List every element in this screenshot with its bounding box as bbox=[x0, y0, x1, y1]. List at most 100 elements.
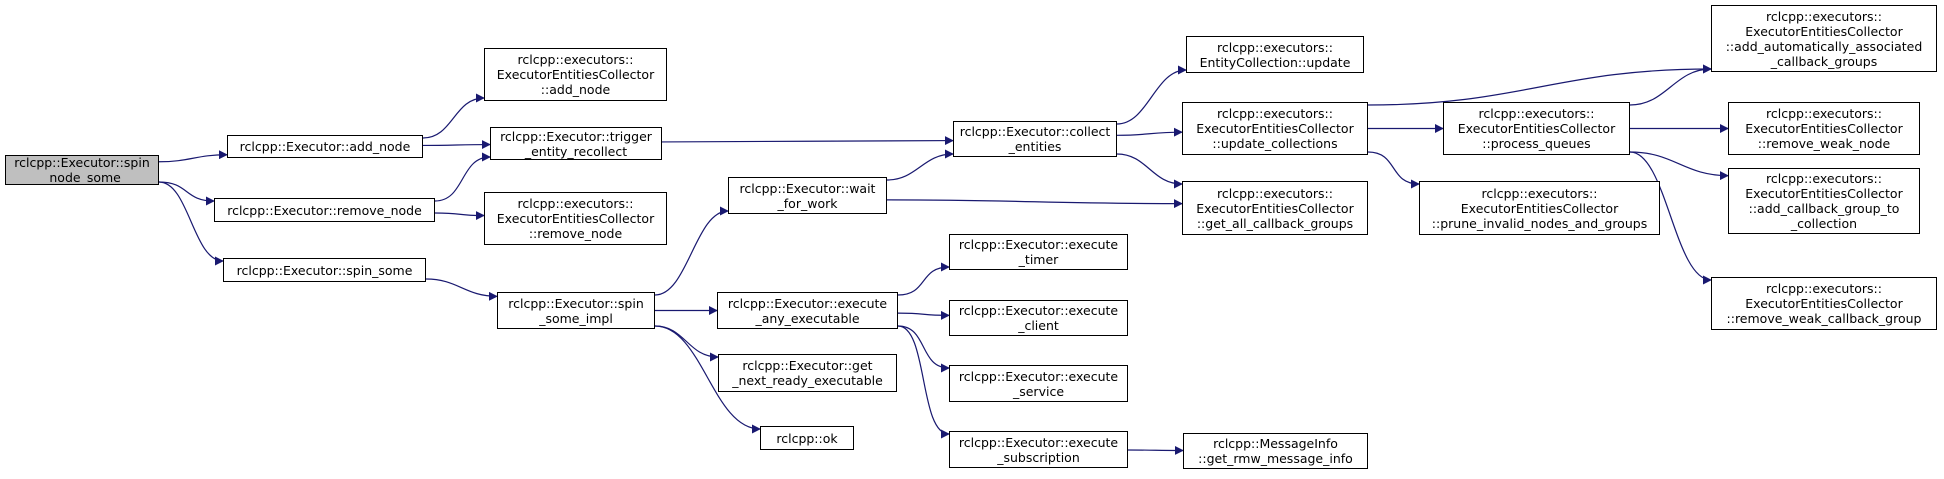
graph-node-label-line: ExecutorEntitiesCollector bbox=[1745, 23, 1903, 39]
graph-node-remove-weak-callback-group[interactable]: rclcpp::executors::ExecutorEntitiesColle… bbox=[1711, 277, 1937, 330]
graph-node-add-automatically-associated-callback-groups[interactable]: rclcpp::executors::ExecutorEntitiesColle… bbox=[1711, 5, 1937, 72]
graph-node-label-line: ExecutorEntitiesCollector bbox=[1196, 200, 1354, 216]
graph-node-label-line: ::add_automatically_associated bbox=[1725, 38, 1923, 54]
edge-add-node-to-ec-add-node bbox=[422, 93, 485, 139]
graph-node-get-all-callback-groups[interactable]: rclcpp::executors::ExecutorEntitiesColle… bbox=[1182, 181, 1368, 235]
graph-node-add-callback-group-to-collection[interactable]: rclcpp::executors::ExecutorEntitiesColle… bbox=[1728, 168, 1920, 234]
graph-node-label-line: ExecutorEntitiesCollector bbox=[1745, 186, 1903, 201]
graph-node-label-line: rclcpp::Executor::spin bbox=[508, 295, 644, 311]
graph-node-label-line: _callback_groups bbox=[1770, 53, 1878, 69]
edge-add-node-to-trigger-entity-recollect bbox=[422, 140, 491, 150]
graph-node-label-line: rclcpp::Executor::spin bbox=[14, 155, 150, 170]
graph-node-label-line: ::prune_invalid_nodes_and_groups bbox=[1431, 215, 1648, 231]
graph-node-label-line: ::process_queues bbox=[1482, 136, 1591, 151]
graph-node-execute-service[interactable]: rclcpp::Executor::execute_service bbox=[949, 365, 1128, 402]
graph-node-trigger-entity-recollect[interactable]: rclcpp::Executor::trigger_entity_recolle… bbox=[490, 127, 662, 160]
graph-node-collect-entities[interactable]: rclcpp::Executor::collect_entities bbox=[953, 121, 1117, 157]
graph-node-label-line: rclcpp::executors:: bbox=[1217, 106, 1333, 121]
graph-node-label-line: _collection bbox=[1790, 216, 1858, 231]
graph-node-label-line: ExecutorEntitiesCollector bbox=[1460, 200, 1619, 216]
graph-node-label-line: _timer bbox=[1018, 252, 1059, 267]
graph-node-spin-some[interactable]: rclcpp::Executor::spin_some bbox=[223, 258, 426, 282]
graph-node-label-line: rclcpp::Executor::execute bbox=[727, 295, 888, 311]
graph-node-label-line: rclcpp::executors:: bbox=[1481, 185, 1598, 201]
edge-spin-node-some-to-remove-node bbox=[158, 181, 215, 206]
edge-collect-entities-to-entitycollection-update bbox=[1116, 65, 1187, 125]
graph-node-label-line: rclcpp::Executor::spin_some bbox=[236, 262, 413, 278]
edge-execute-any-executable-to-execute-subscription bbox=[897, 325, 950, 439]
edge-trigger-entity-recollect-to-collect-entities bbox=[661, 136, 954, 146]
graph-node-remove-weak-node[interactable]: rclcpp::executors::ExecutorEntitiesColle… bbox=[1728, 102, 1920, 155]
graph-node-spin-some-impl[interactable]: rclcpp::Executor::spin_some_impl bbox=[497, 292, 655, 329]
graph-node-label-line: _next_ready_executable bbox=[732, 373, 883, 388]
graph-node-label-line: _node_some bbox=[43, 170, 121, 185]
graph-node-ec-remove-node[interactable]: rclcpp::executors::ExecutorEntitiesColle… bbox=[484, 192, 667, 245]
graph-node-label-line: rclcpp::Executor::get bbox=[742, 358, 873, 373]
graph-node-process-queues[interactable]: rclcpp::executors::ExecutorEntitiesColle… bbox=[1443, 102, 1630, 155]
graph-node-label-line: ::add_callback_group_to bbox=[1748, 201, 1900, 216]
graph-node-entitycollection-update[interactable]: rclcpp::executors::EntityCollection::upd… bbox=[1186, 36, 1364, 73]
edge-update-collections-to-add-automatically-associated-callback-groups bbox=[1367, 64, 1712, 106]
edge-update-collections-to-prune-invalid-nodes-and-groups bbox=[1367, 151, 1420, 189]
graph-node-label-line: rclcpp::ok bbox=[776, 430, 838, 446]
graph-node-label-line: rclcpp::executors:: bbox=[1766, 106, 1882, 121]
edge-execute-any-executable-to-execute-timer bbox=[897, 262, 950, 296]
graph-node-label-line: ExecutorEntitiesCollector bbox=[1745, 121, 1903, 136]
graph-node-label-line: _any_executable bbox=[755, 310, 860, 326]
graph-node-label-line: ExecutorEntitiesCollector bbox=[1745, 296, 1903, 311]
graph-node-add-node[interactable]: rclcpp::Executor::add_node bbox=[227, 135, 423, 158]
graph-node-label-line: ExecutorEntitiesCollector bbox=[1196, 121, 1354, 136]
graph-node-label-line: rclcpp::executors:: bbox=[1766, 171, 1882, 186]
graph-node-label-line: _entities bbox=[1008, 139, 1062, 154]
edge-spin-some-impl-to-ok bbox=[654, 325, 761, 434]
graph-node-label-line: rclcpp::executors:: bbox=[1478, 106, 1595, 121]
graph-node-execute-timer[interactable]: rclcpp::Executor::execute_timer bbox=[949, 234, 1128, 270]
graph-node-label-line: _entity_recollect bbox=[524, 143, 628, 159]
graph-node-label-line: _subscription bbox=[997, 449, 1080, 465]
graph-node-label-line: rclcpp::executors:: bbox=[1217, 185, 1333, 201]
edge-process-queues-to-add-callback-group-to-collection bbox=[1629, 151, 1729, 181]
graph-node-spin-node-some[interactable]: rclcpp::Executor::spin_node_some bbox=[5, 155, 159, 185]
graph-node-remove-node[interactable]: rclcpp::Executor::remove_node bbox=[214, 198, 435, 222]
graph-node-update-collections[interactable]: rclcpp::executors::ExecutorEntitiesColle… bbox=[1182, 102, 1368, 155]
graph-node-label-line: rclcpp::Executor::add_node bbox=[239, 139, 411, 154]
graph-node-label-line: ExecutorEntitiesCollector bbox=[496, 211, 655, 226]
edge-wait-for-work-to-collect-entities bbox=[886, 149, 954, 181]
edge-spin-some-to-spin-some-impl bbox=[425, 278, 498, 301]
graph-node-label-line: _for_work bbox=[777, 195, 838, 211]
edge-spin-node-some-to-spin-some bbox=[158, 181, 224, 266]
graph-node-execute-any-executable[interactable]: rclcpp::Executor::execute_any_executable bbox=[717, 292, 898, 329]
graph-node-label-line: rclcpp::Executor::execute bbox=[958, 237, 1119, 252]
edge-wait-for-work-to-get-all-callback-groups bbox=[886, 199, 1183, 209]
graph-node-ec-add-node[interactable]: rclcpp::executors::ExecutorEntitiesColle… bbox=[484, 48, 667, 101]
graph-node-label-line: _some_impl bbox=[539, 310, 613, 326]
graph-node-label-line: ::get_rmw_message_info bbox=[1198, 451, 1353, 466]
edge-process-queues-to-remove-weak-callback-group bbox=[1629, 151, 1712, 285]
edge-spin-node-some-to-add-node bbox=[158, 150, 228, 163]
graph-node-ok[interactable]: rclcpp::ok bbox=[760, 426, 854, 450]
graph-node-get-rmw-message-info[interactable]: rclcpp::MessageInfo::get_rmw_message_inf… bbox=[1183, 433, 1368, 469]
graph-node-label-line: rclcpp::Executor::execute bbox=[958, 434, 1119, 450]
graph-node-label-line: rclcpp::executors:: bbox=[1766, 281, 1882, 296]
graph-node-label-line: _service bbox=[1012, 383, 1065, 399]
graph-node-wait-for-work[interactable]: rclcpp::Executor::wait_for_work bbox=[728, 177, 887, 214]
graph-node-execute-client[interactable]: rclcpp::Executor::execute_client bbox=[949, 300, 1128, 336]
graph-node-label-line: rclcpp::Executor::remove_node bbox=[227, 202, 422, 218]
graph-node-label-line: rclcpp::MessageInfo bbox=[1213, 436, 1338, 451]
edge-remove-node-to-trigger-entity-recollect bbox=[434, 152, 491, 202]
graph-node-label-line: _client bbox=[1018, 318, 1059, 333]
graph-node-execute-subscription[interactable]: rclcpp::Executor::execute_subscription bbox=[949, 431, 1128, 468]
graph-node-label-line: rclcpp::Executor::trigger bbox=[500, 128, 652, 144]
graph-node-prune-invalid-nodes-and-groups[interactable]: rclcpp::executors::ExecutorEntitiesColle… bbox=[1419, 181, 1660, 235]
graph-node-get-next-ready-executable[interactable]: rclcpp::Executor::get_next_ready_executa… bbox=[718, 354, 897, 392]
graph-node-label-line: ::remove_node bbox=[528, 226, 623, 241]
graph-node-label-line: rclcpp::executors:: bbox=[1217, 39, 1333, 55]
graph-node-label-line: rclcpp::executors:: bbox=[517, 196, 634, 211]
graph-node-label-line: rclcpp::Executor::collect bbox=[959, 124, 1111, 139]
graph-node-label-line: ::remove_weak_node bbox=[1757, 136, 1891, 151]
graph-node-label-line: rclcpp::Executor::execute bbox=[958, 303, 1119, 318]
edge-process-queues-to-add-automatically-associated-callback-groups bbox=[1629, 64, 1712, 106]
edge-execute-any-executable-to-execute-client bbox=[897, 310, 950, 320]
